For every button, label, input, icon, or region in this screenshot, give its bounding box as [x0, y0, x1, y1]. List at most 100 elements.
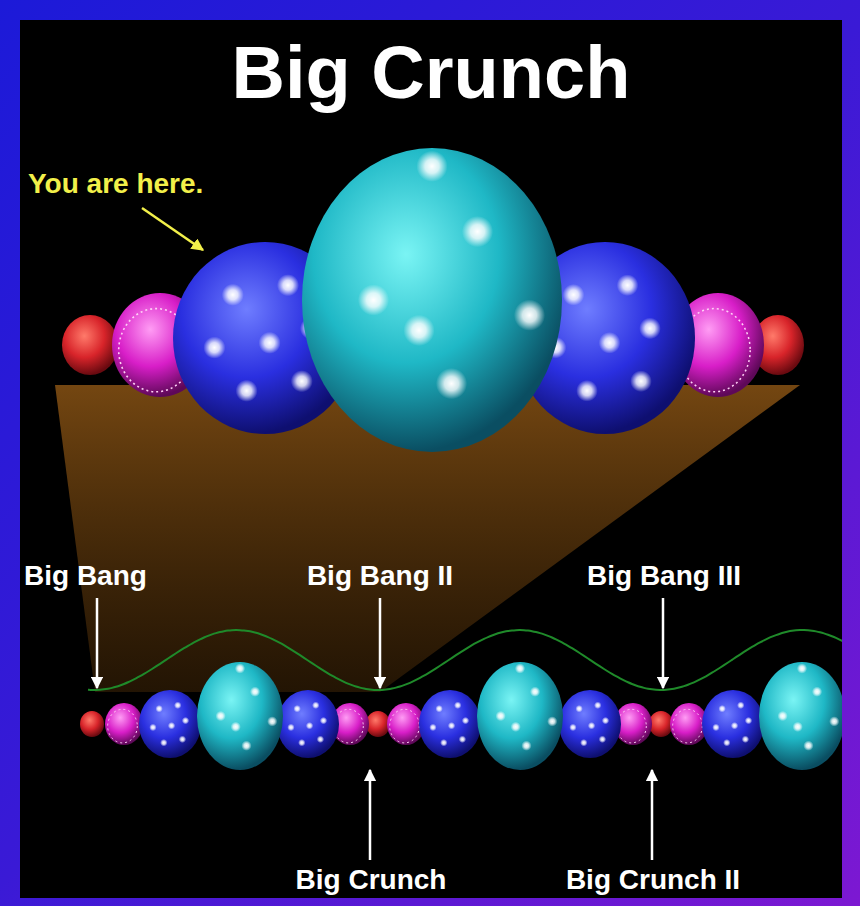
galaxy-dot [179, 736, 186, 743]
galaxy-dot [617, 274, 639, 296]
galaxy-dot [602, 717, 609, 724]
blue-universe [702, 690, 764, 758]
galaxy-dot [630, 370, 652, 392]
black-panel [20, 20, 842, 898]
galaxy-dot [403, 315, 434, 346]
cyan-universe [759, 662, 842, 770]
pointer-arrows [97, 208, 663, 860]
galaxy-dot [829, 716, 839, 726]
sphere-seam [108, 709, 138, 743]
galaxy-dot [731, 722, 738, 729]
galaxy-dot [639, 318, 661, 340]
sphere [649, 711, 673, 737]
galaxy-dot [416, 151, 447, 182]
galaxy-dot [436, 368, 467, 399]
pointer-arrow [96, 598, 99, 688]
sphere [62, 315, 118, 375]
galaxy-dot [745, 717, 752, 724]
sphere [277, 690, 339, 758]
red-universe [649, 711, 673, 737]
galaxy-dot [241, 741, 251, 751]
pointer-arrow [651, 770, 654, 860]
galaxy-dot [514, 300, 545, 331]
cyan-universe [302, 148, 562, 452]
galaxy-dot [511, 722, 521, 732]
galaxy-dot [435, 705, 442, 712]
sphere [139, 690, 201, 758]
galaxy-dot [250, 687, 260, 697]
red-universe [366, 711, 390, 737]
galaxy-dot [580, 739, 587, 746]
title: Big Crunch [232, 36, 631, 110]
sphere [477, 662, 563, 770]
red-universe [80, 711, 104, 737]
galaxy-dot [149, 724, 156, 731]
pink-universe [105, 703, 143, 745]
galaxy-dot [803, 741, 813, 751]
red-universe [62, 315, 118, 375]
galaxy-dot [231, 722, 241, 732]
galaxy-dot [358, 284, 389, 315]
galaxy-dot [277, 274, 299, 296]
sphere [366, 711, 390, 737]
galaxy-dot [429, 724, 436, 731]
galaxy-dot [298, 739, 305, 746]
galaxy-dot [168, 722, 175, 729]
sphere-seam [617, 709, 647, 743]
galaxy-dot [594, 702, 601, 709]
galaxy-dot [320, 717, 327, 724]
galaxy-dot [259, 332, 281, 354]
sphere [419, 690, 481, 758]
galaxy-dot [737, 702, 744, 709]
sphere [559, 690, 621, 758]
galaxy-dot [723, 739, 730, 746]
galaxy-dot [599, 736, 606, 743]
event-label: Big Crunch II [566, 866, 740, 894]
galaxy-dot [182, 717, 189, 724]
pointer-arrow [662, 598, 665, 688]
cycle-wave [88, 630, 842, 690]
galaxy-dot [291, 370, 313, 392]
galaxy-dot [569, 724, 576, 731]
blue-universe [559, 690, 621, 758]
galaxy-dot [563, 284, 585, 306]
pointer-label: You are here. [28, 170, 203, 198]
galaxy-dot [793, 722, 803, 732]
pointer-arrow [369, 770, 372, 860]
galaxy-dot [812, 687, 822, 697]
galaxy-dot [160, 739, 167, 746]
galaxy-dot [440, 739, 447, 746]
galaxy-dot [718, 705, 725, 712]
galaxy-dot [712, 724, 719, 731]
event-label: Big Crunch [296, 866, 447, 894]
cyan-universe [477, 662, 563, 770]
event-label: Big Bang II [307, 562, 453, 590]
galaxy-dot [588, 722, 595, 729]
galaxy-dot [462, 717, 469, 724]
pointer-arrow [379, 598, 382, 688]
galaxy-dot [203, 337, 225, 359]
blue-universe [419, 690, 481, 758]
galaxy-dot [521, 741, 531, 751]
event-label: Big Bang [24, 562, 147, 590]
blue-universe [277, 690, 339, 758]
galaxy-dot [454, 702, 461, 709]
cyan-universe [197, 662, 283, 770]
galaxy-dot [174, 702, 181, 709]
pointer-arrow [142, 208, 203, 250]
galaxy-dot [576, 380, 598, 402]
galaxy-dot [462, 216, 493, 247]
galaxy-dot [267, 716, 277, 726]
galaxy-dot [236, 380, 258, 402]
galaxy-dot [222, 284, 244, 306]
galaxy-dot [459, 736, 466, 743]
galaxy-dot [215, 711, 225, 721]
galaxy-dot [293, 705, 300, 712]
galaxy-dot [495, 711, 505, 721]
sphere-seam [673, 709, 703, 743]
galaxy-dot [599, 332, 621, 354]
galaxy-dot [530, 687, 540, 697]
galaxy-dot [797, 663, 807, 673]
galaxy-dot [515, 663, 525, 673]
galaxy-dot [306, 722, 313, 729]
